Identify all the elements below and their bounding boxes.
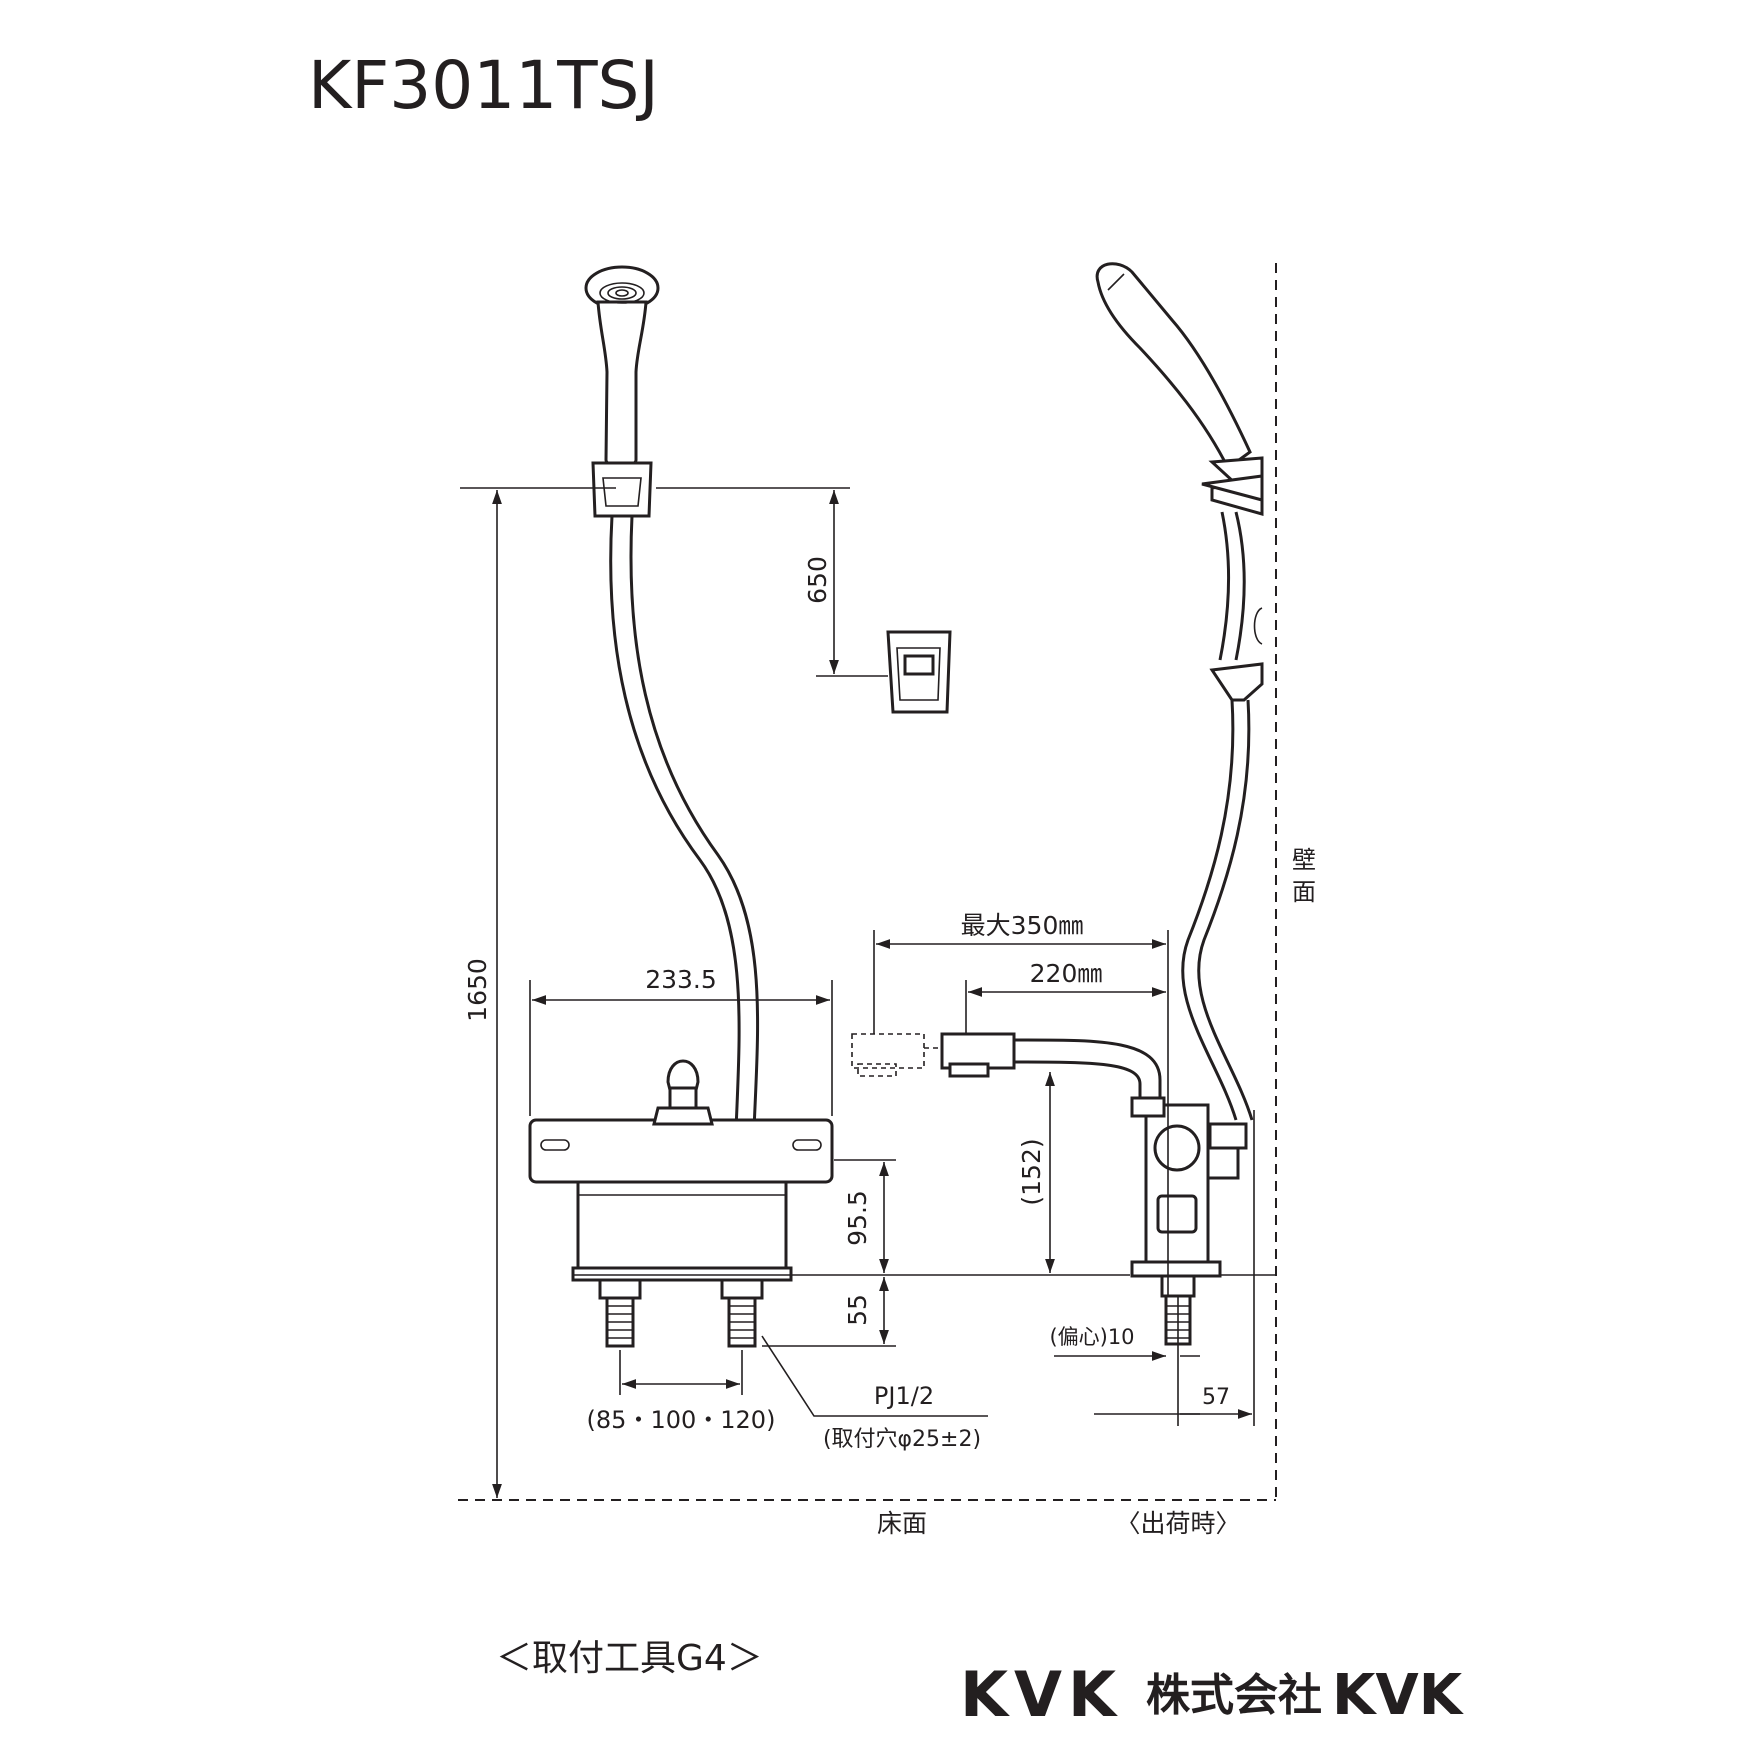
shipping-label: 〈出荷時〉	[1115, 1509, 1240, 1538]
tool-label: ＜取付工具G4＞	[496, 1638, 763, 1679]
dim-shank-length: 55	[843, 1294, 872, 1326]
company-name: KVK	[1332, 1663, 1465, 1728]
dim-center-pitch: (85・100・120)	[587, 1406, 776, 1434]
valve-body-side	[1130, 1103, 1248, 1346]
shower-hose-front	[609, 515, 741, 1131]
hook-bracket-lower	[886, 630, 952, 714]
thermostatic-valve-body	[528, 1059, 834, 1348]
dim-wall-distance: 57	[1202, 1385, 1230, 1410]
shower-hose-side	[1218, 511, 1246, 661]
wall-label-2: 面	[1292, 878, 1316, 906]
dim-total-height: 1650	[463, 958, 492, 1022]
side-view	[851, 262, 1264, 1346]
company-kanji: 株式会社	[1146, 1670, 1322, 1721]
dim-mount-hole: (取付穴φ25±2)	[823, 1427, 981, 1452]
slide-bar-bracket	[1209, 662, 1264, 702]
dim-offset: (偏心)10	[1049, 1325, 1134, 1349]
dim-spout-reach: 220㎜	[1030, 959, 1103, 988]
dim-body-height: 95.5	[843, 1190, 872, 1246]
model-title: KF3011TSJ	[308, 47, 659, 124]
dimension-lines	[460, 487, 1255, 1498]
shower-head-side	[1095, 262, 1252, 471]
spout-side	[851, 1032, 1166, 1118]
floor-label: 床面	[877, 1509, 927, 1538]
brand-logo: KVK	[960, 1658, 1122, 1731]
dim-body-width: 233.5	[645, 965, 717, 994]
front-view	[528, 265, 952, 1348]
wall-label-1: 壁	[1292, 846, 1316, 874]
dim-hook-spacing: 650	[803, 556, 832, 604]
shower-head-front	[584, 265, 660, 468]
dim-spout-height: (152)	[1017, 1138, 1046, 1205]
hook-bracket-upper	[591, 461, 653, 518]
dim-spout-max: 最大350㎜	[961, 911, 1084, 940]
dim-pipe-thread: PJ1/2	[874, 1382, 934, 1410]
